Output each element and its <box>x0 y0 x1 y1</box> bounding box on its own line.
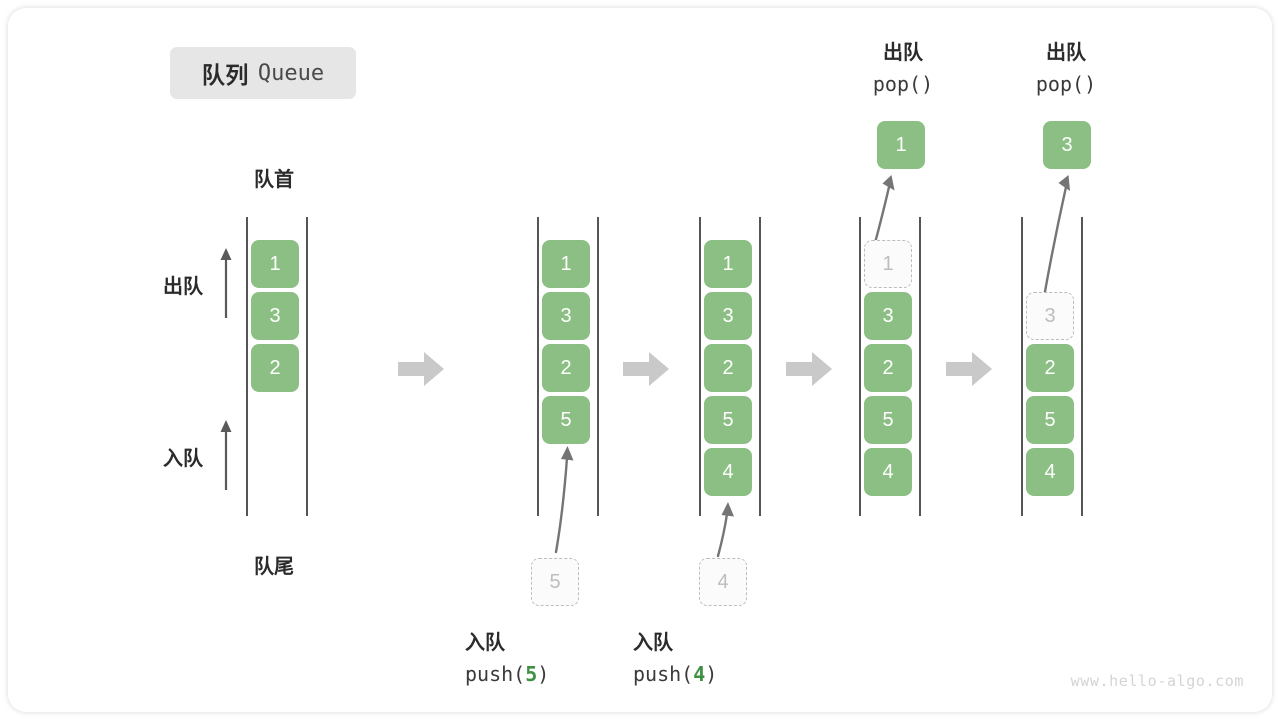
queue-cell: 2 <box>251 344 299 392</box>
queue-rail-left-4 <box>859 217 861 516</box>
push-caption-cn-1: 入队 <box>465 632 505 654</box>
queue-rail-left-2 <box>537 217 539 516</box>
diagram-card: 队列 Queue 队首 队尾 出队 入队 1 3 2 1 3 2 5 <box>8 8 1272 712</box>
push-arrow-icon <box>704 498 750 558</box>
pop-arrow-icon <box>1020 171 1080 299</box>
queue-cell: 5 <box>704 396 752 444</box>
queue-cell: 1 <box>542 240 590 288</box>
queue-cell: 1 <box>251 240 299 288</box>
queue-cell: 5 <box>1026 396 1074 444</box>
push-arrow-icon <box>538 442 588 554</box>
step-arrow-icon <box>623 352 669 386</box>
queue-rail-right-4 <box>919 217 921 516</box>
queue-cell: 3 <box>704 292 752 340</box>
queue-cell: 2 <box>864 344 912 392</box>
queue-cell: 4 <box>704 448 752 496</box>
pop-arrow-icon <box>863 171 911 245</box>
pop-caption-2: 出队 pop() <box>1016 38 1116 100</box>
pop-caption-cn-2: 出队 <box>1046 42 1086 64</box>
push-caption-code-1: push(5) <box>465 662 550 686</box>
step-arrow-icon <box>398 352 444 386</box>
queue-rail-left-3 <box>699 217 701 516</box>
queue-rail-left-1 <box>246 217 248 516</box>
queue-rail-right-5 <box>1081 217 1083 516</box>
queue-rail-right-2 <box>597 217 599 516</box>
queue-cell: 5 <box>542 396 590 444</box>
pop-caption-code-2: pop() <box>1035 72 1097 96</box>
push-caption-2: 入队 push(4) <box>633 628 813 690</box>
title-en: Queue <box>257 60 325 86</box>
queue-cell-ghost: 1 <box>864 240 912 288</box>
queue-cell: 2 <box>542 344 590 392</box>
dequeue-arrow-icon <box>218 246 234 318</box>
watermark: www.hello-algo.com <box>1070 672 1244 690</box>
queue-rail-right-3 <box>759 217 761 516</box>
queue-cell: 1 <box>704 240 752 288</box>
queue-rail-left-5 <box>1021 217 1023 516</box>
queue-cell: 5 <box>864 396 912 444</box>
pop-caption-1: 出队 pop() <box>853 38 953 100</box>
step-arrow-icon <box>946 352 992 386</box>
title-badge: 队列 Queue <box>170 47 356 99</box>
queue-cell: 3 <box>864 292 912 340</box>
incoming-ghost-cell: 4 <box>699 558 747 606</box>
dequeue-label: 出队 <box>163 276 203 298</box>
queue-cell: 4 <box>864 448 912 496</box>
queue-cell: 2 <box>1026 344 1074 392</box>
incoming-ghost-cell: 5 <box>531 558 579 606</box>
enqueue-label: 入队 <box>163 448 203 470</box>
enqueue-arrow-icon <box>218 418 234 490</box>
pop-caption-cn-1: 出队 <box>883 42 923 64</box>
queue-cell: 3 <box>542 292 590 340</box>
queue-cell: 3 <box>251 292 299 340</box>
queue-cell: 4 <box>1026 448 1074 496</box>
push-caption-1: 入队 push(5) <box>465 628 645 690</box>
popped-cell: 3 <box>1043 121 1091 169</box>
queue-cell: 2 <box>704 344 752 392</box>
push-caption-cn-2: 入队 <box>633 632 673 654</box>
step-arrow-icon <box>786 352 832 386</box>
title-cn: 队列 <box>201 62 249 88</box>
popped-cell: 1 <box>877 121 925 169</box>
queue-cell-ghost: 3 <box>1026 292 1074 340</box>
push-caption-code-2: push(4) <box>633 662 718 686</box>
pop-caption-code-1: pop() <box>872 72 934 96</box>
queue-rail-right-1 <box>306 217 308 516</box>
front-label: 队首 <box>254 169 294 191</box>
rear-label: 队尾 <box>254 556 294 578</box>
